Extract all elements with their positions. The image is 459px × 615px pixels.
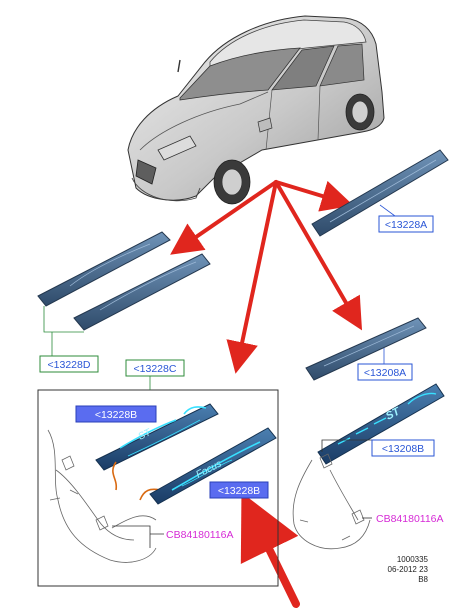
illuminated-kit-frame [37,389,279,587]
sill-plate-front-left [73,253,211,331]
illuminated-sill-rear-right: ST [317,383,445,465]
label-13228B-top-text: <13228B [95,409,137,421]
wiring-harness-right [292,453,371,550]
label-harness-left[interactable]: CB84180116A [166,529,234,541]
red-arrow-to-front-left [170,180,278,255]
label-13228D[interactable]: <13228D [39,355,99,373]
footer-rev: B8 [418,575,428,584]
leader-13228D [43,306,84,356]
illuminated-sill-left: ST [95,403,219,471]
leader-13228A [379,204,396,217]
label-13228B-bottom-text: <13228B [218,485,260,497]
car-illustration [127,15,385,205]
label-13228B-bottom[interactable]: <13228B [209,481,269,499]
red-arrow-to-rear-right [274,180,363,331]
footer-code: 1000335 [397,555,429,564]
illuminated-sill-left-text: ST [136,427,153,443]
label-13228C-text: <13228C [134,363,177,375]
leader-13208B [321,439,372,452]
sill-plate-front-left-rear [37,231,171,307]
label-13228A-text: <13228A [385,219,427,231]
red-arrow-to-front-right [274,180,354,212]
label-13208B-text: <13208B [382,443,424,455]
label-13208A[interactable]: <13208A [357,363,413,381]
leader-CB84180116A-left [112,525,164,548]
sill-plate-front-right [311,149,449,237]
footer-date: 06-2012 23 [388,565,429,574]
label-13228C[interactable]: <13228C [125,359,185,377]
footer-info: 1000335 06-2012 23 B8 [388,555,429,584]
label-harness-left-text: CB84180116A [166,529,234,541]
label-13228A[interactable]: <13228A [378,215,434,233]
red-arrows [170,180,363,608]
red-callout-arrow [240,492,300,608]
wiring-harness-left [47,429,157,563]
red-arrow-to-front-center [226,180,278,374]
label-13228B-top[interactable]: <13228B [75,405,157,423]
label-harness-right[interactable]: CB84180116A [376,513,444,525]
label-13228D-text: <13228D [48,359,91,371]
label-13208A-text: <13208A [364,367,406,379]
label-harness-right-text: CB84180116A [376,513,444,525]
sill-plate-rear-right [305,317,427,381]
label-13208B[interactable]: <13208B [371,439,435,457]
